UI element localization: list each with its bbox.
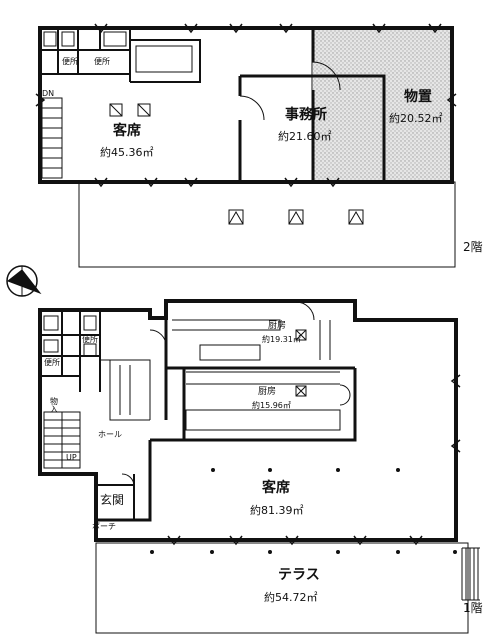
- floor1-entrance: [96, 474, 135, 521]
- floor1-storage-label: 物入: [50, 397, 58, 414]
- floor1-seating-name: 客席: [262, 480, 290, 496]
- floor1-porch-label: ポーチ: [92, 522, 116, 531]
- floor2-floor-label: 2階: [463, 240, 483, 254]
- floor2-outer-wall: [38, 26, 454, 184]
- floor1-outer-wall: [38, 299, 458, 542]
- floor1-plan: [38, 299, 480, 634]
- floor2-plan: [35, 23, 457, 268]
- floor1-floor-label: 1階: [463, 601, 483, 615]
- floor2-office-name: 事務所: [285, 107, 327, 123]
- floor1-terrace-area: 約54.72㎡: [264, 591, 318, 604]
- floor1-wc-label-2: 便所: [82, 335, 98, 344]
- floor1-hall-label: ホール: [98, 430, 122, 439]
- floor1-wc-block: [40, 310, 101, 392]
- floor1-kitchen-a-wall: [164, 318, 357, 442]
- floor2-wc-label-1: 便所: [62, 57, 78, 66]
- floor1-terrace: [95, 542, 469, 634]
- floor2-storage-name: 物置: [404, 89, 432, 105]
- floor1-wc-label-1: 便所: [44, 358, 60, 367]
- floor2-seating-name: 客席: [113, 123, 141, 139]
- floor2-storage-area: 約20.52㎡: [389, 112, 443, 125]
- floor2-seating-area: 約45.36㎡: [100, 146, 154, 159]
- floor2-wc-label-2: 便所: [94, 57, 110, 66]
- north-arrow-icon: [6, 265, 42, 297]
- floor1-terrace-name: テラス: [278, 567, 320, 583]
- floor2-wc-block: [40, 28, 131, 82]
- floor2-storage-area: [313, 30, 450, 180]
- floor1-kitchen-b-area: 約15.96㎡: [252, 401, 291, 410]
- floor1-kitchen-a-name: 厨房: [268, 321, 287, 331]
- floor1-seating-area: 約81.39㎡: [250, 504, 304, 517]
- floor1-entrance-label: 玄関: [100, 493, 125, 507]
- floor2-office-area: 約21.60㎡: [278, 130, 332, 143]
- floor2-stair-label: DN: [42, 89, 55, 98]
- floor2-office-wall: [238, 74, 386, 182]
- floor1-kitchen-b-name: 厨房: [258, 387, 277, 397]
- floor2-balcony: [78, 181, 456, 268]
- floor1-kitchen-a-area: 約19.31㎡: [262, 335, 301, 344]
- floor1-stair-label: UP: [66, 453, 77, 462]
